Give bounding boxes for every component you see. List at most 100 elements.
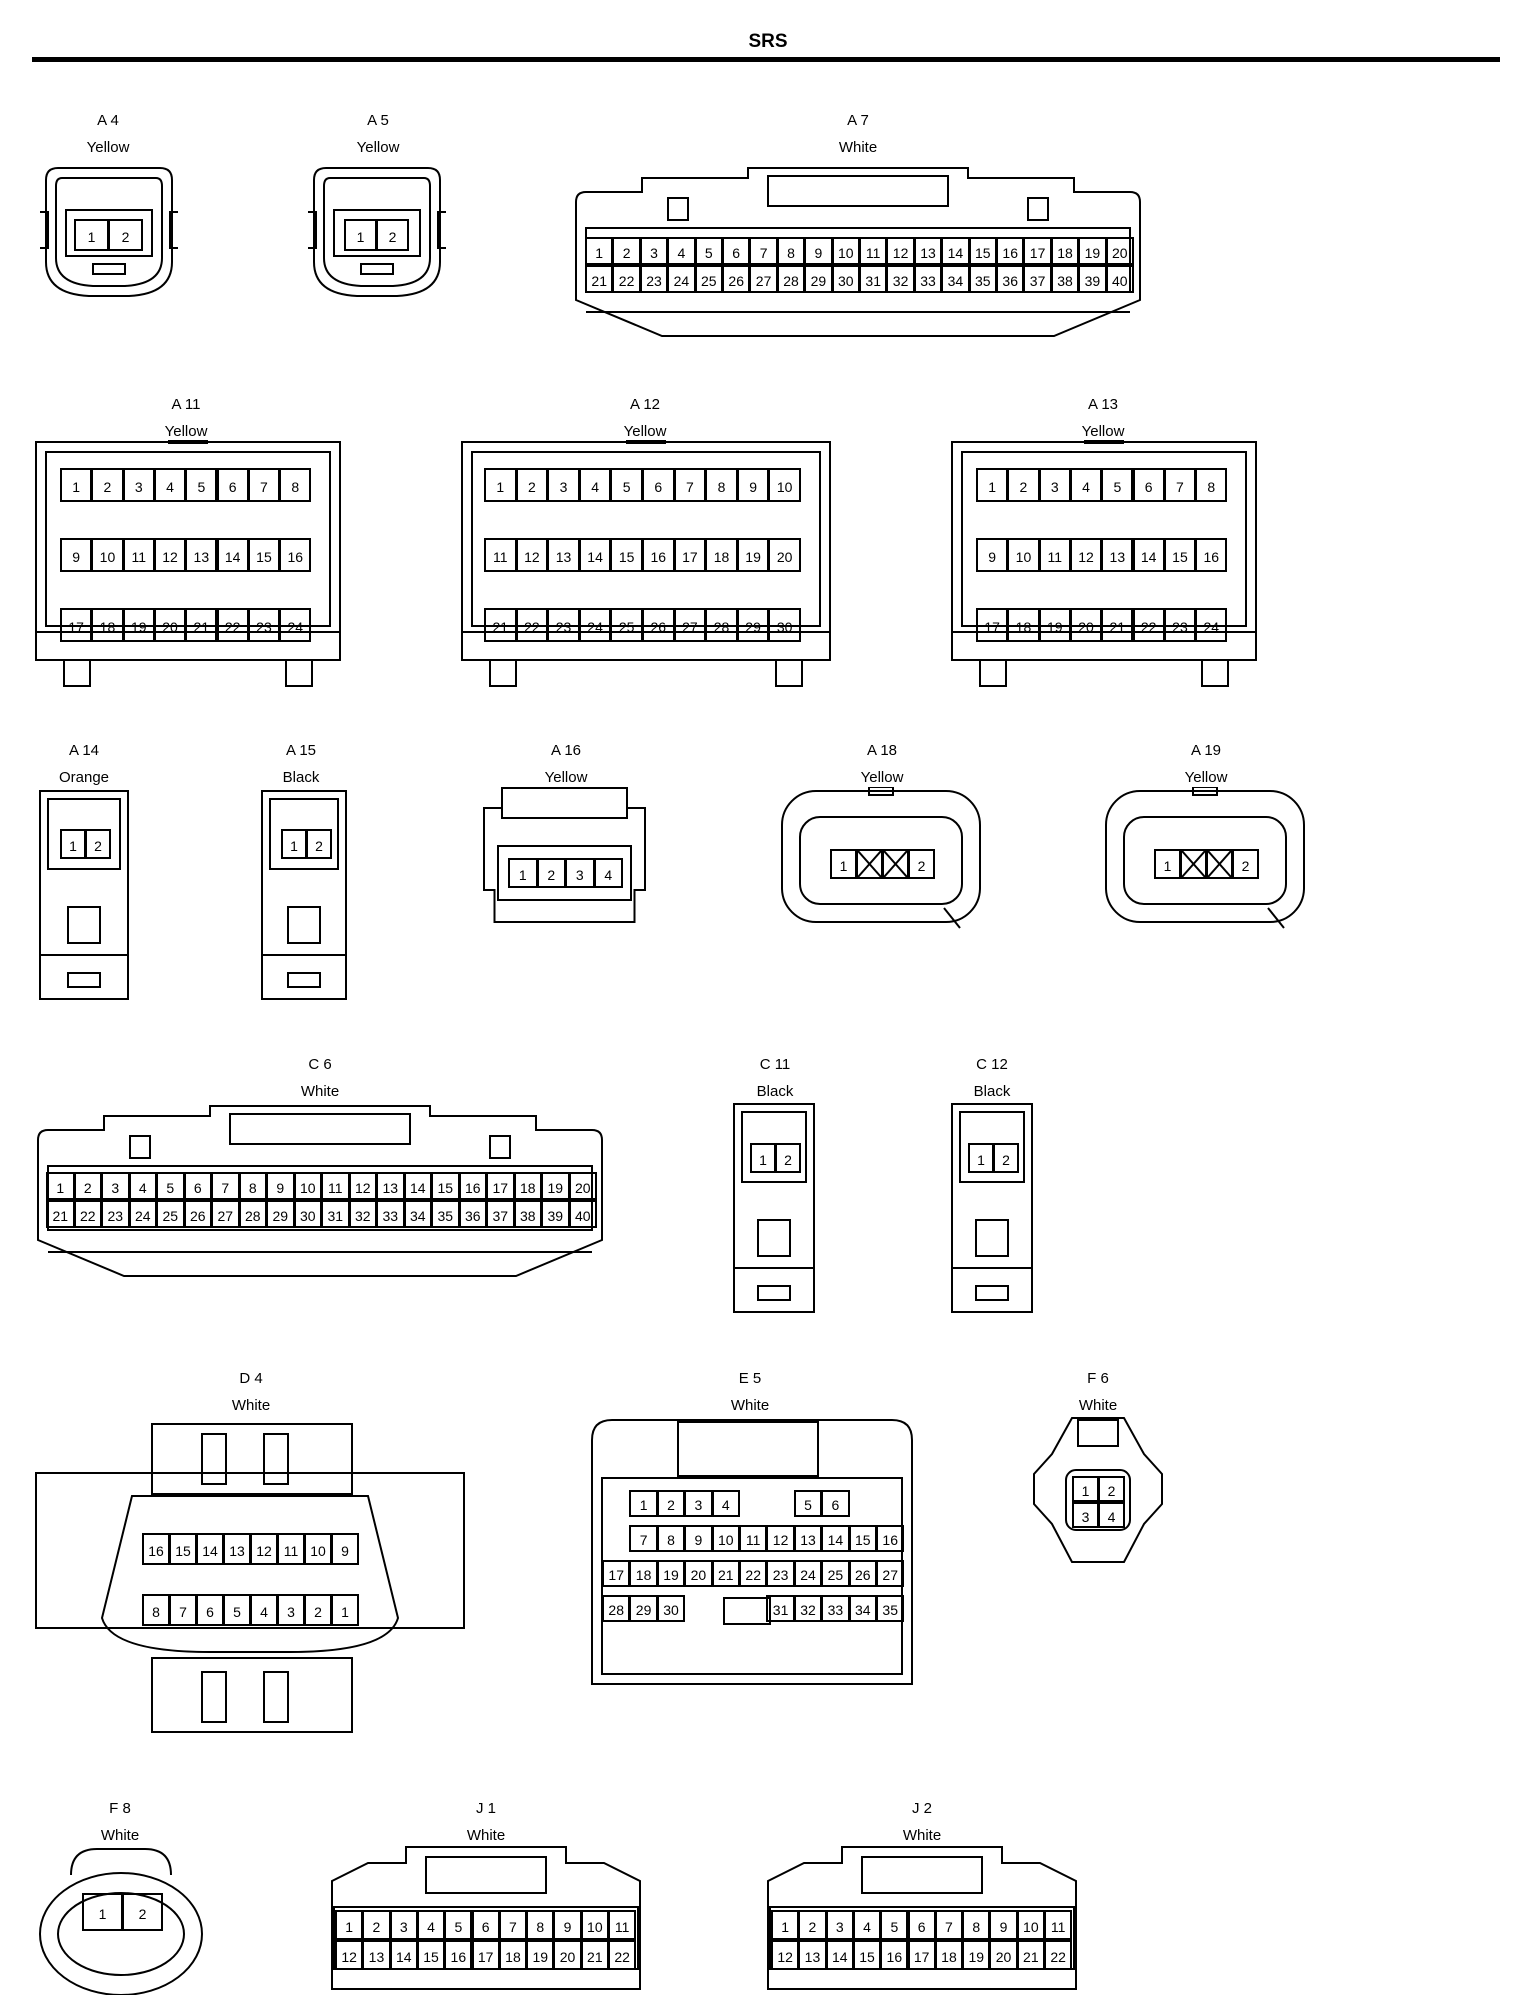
d4-pin: 7 — [169, 1594, 197, 1626]
c6-pin: 21 — [46, 1200, 75, 1228]
a7-pin: 23 — [639, 265, 669, 293]
e5-pin: 3 — [684, 1490, 713, 1517]
e5-pin: 24 — [793, 1560, 823, 1587]
j2-pin: 11 — [1044, 1910, 1073, 1940]
a13-pin: 1 — [976, 468, 1009, 502]
e5-pin: 33 — [821, 1595, 850, 1622]
d4-bottom-slot-2 — [263, 1671, 289, 1723]
a14-color-label: Orange — [58, 769, 110, 786]
c11-outer-shell — [733, 1103, 815, 1313]
e5-pin: 30 — [656, 1595, 686, 1622]
a11-pin: 4 — [153, 468, 187, 502]
f6-color-label: White — [1078, 1397, 1118, 1414]
j2-pin: 14 — [825, 1940, 854, 1970]
a12-pin: 23 — [547, 608, 580, 642]
j1-pin: 8 — [526, 1910, 555, 1940]
a18-tab — [943, 907, 961, 929]
c6-pin: 8 — [238, 1172, 267, 1200]
a15-pin: 2 — [306, 829, 332, 859]
e5-center-key — [723, 1597, 771, 1625]
c11-pin: 1 — [750, 1143, 776, 1173]
a15-color-label: Black — [282, 769, 320, 786]
a11-pin: 8 — [279, 468, 312, 502]
a11-pin: 14 — [216, 538, 249, 572]
a7-pin: 28 — [776, 265, 806, 293]
j2-pin: 18 — [934, 1940, 964, 1970]
c6-pin: 4 — [128, 1172, 157, 1200]
a7-pin: 14 — [941, 237, 970, 265]
d4-pin: 3 — [277, 1594, 305, 1626]
a11-connector-housing — [35, 440, 341, 687]
j2-pin: 20 — [989, 1940, 1018, 1970]
a11-pin: 23 — [247, 608, 281, 642]
d4-bottom-slot-1 — [201, 1671, 227, 1723]
a19-color-label: Yellow — [1184, 769, 1228, 786]
d4-connector-housing — [35, 1423, 465, 1733]
a7-pin: 31 — [859, 265, 888, 293]
e5-pin: 27 — [876, 1560, 905, 1587]
a7-pin: 1 — [585, 237, 614, 265]
a11-pin: 7 — [247, 468, 281, 502]
a13-pin: 11 — [1038, 538, 1071, 572]
a12-pin: 16 — [642, 538, 675, 572]
a19-key — [1192, 787, 1218, 796]
a11-pin: 24 — [279, 608, 312, 642]
a11-inner-shell — [45, 451, 331, 627]
a15-outer-shell — [261, 790, 347, 1000]
a12-pin: 3 — [547, 468, 580, 502]
a12-pin: 27 — [673, 608, 707, 642]
a13-pin: 21 — [1101, 608, 1134, 642]
a16-pin: 3 — [565, 858, 595, 888]
a7-pin: 2 — [612, 237, 641, 265]
c12-color-label: Black — [973, 1083, 1011, 1100]
a11-pin: 22 — [216, 608, 249, 642]
e5-pin: 34 — [848, 1595, 877, 1622]
a7-pin: 26 — [722, 265, 751, 293]
a11-pin: 1 — [60, 468, 93, 502]
a12-pin: 30 — [768, 608, 801, 642]
a13-base — [951, 632, 1257, 661]
d4-pin: 16 — [142, 1533, 170, 1565]
a19-blank-cross — [1181, 850, 1206, 878]
a11-pin: 3 — [122, 468, 155, 502]
j1-outer-shell — [331, 1846, 641, 1990]
e5-pin: 10 — [711, 1525, 740, 1552]
a11-pin: 15 — [247, 538, 281, 572]
e5-pin: 20 — [684, 1560, 713, 1587]
e5-code-label: E 5 — [738, 1370, 762, 1387]
e5-pin: 2 — [656, 1490, 686, 1517]
c6-pin: 3 — [101, 1172, 130, 1200]
a4-left-tab — [40, 211, 49, 249]
a11-pin: 6 — [216, 468, 249, 502]
a11-pin: 12 — [153, 538, 187, 572]
j1-pin: 7 — [498, 1910, 528, 1940]
a16-pin: 1 — [508, 858, 538, 888]
a7-pin: 8 — [776, 237, 806, 265]
a11-left-foot — [63, 659, 91, 687]
c6-pin: 15 — [431, 1172, 460, 1200]
a13-pin: 7 — [1163, 468, 1197, 502]
c6-pin: 14 — [403, 1172, 432, 1200]
a14-pin: 1 — [60, 829, 86, 859]
j1-pin: 4 — [416, 1910, 446, 1940]
a13-pin: 20 — [1069, 608, 1103, 642]
a19-blank-cross — [1207, 850, 1232, 878]
a16-latch — [501, 787, 628, 819]
d4-pin: 8 — [142, 1594, 170, 1626]
c6-pin: 34 — [403, 1200, 432, 1228]
j1-pin: 17 — [471, 1940, 500, 1970]
a12-pin: 20 — [768, 538, 801, 572]
d4-side-wings — [35, 1472, 465, 1629]
d4-top-latch — [151, 1423, 353, 1495]
c6-pin: 1 — [46, 1172, 75, 1200]
j1-pin: 11 — [608, 1910, 637, 1940]
a7-code-label: A 7 — [847, 112, 869, 129]
a18-connector-housing — [781, 787, 981, 929]
e5-pin: 9 — [684, 1525, 713, 1552]
a7-pin: 40 — [1105, 265, 1134, 293]
f6-pin: 2 — [1098, 1476, 1125, 1502]
e5-pin: 16 — [876, 1525, 905, 1552]
a15-lock-window — [287, 906, 321, 944]
e5-pin: 5 — [793, 1490, 823, 1517]
d4-top-slot-1 — [201, 1433, 227, 1485]
